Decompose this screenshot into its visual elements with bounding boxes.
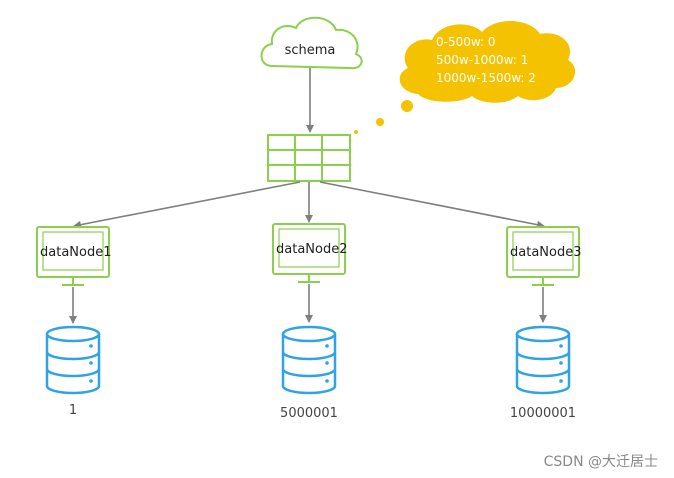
database-3-start-id: 10000001 — [510, 406, 576, 421]
routing-rule-1: 0-500w: 0 — [436, 35, 496, 49]
database-3: 10000001 — [510, 325, 576, 421]
arrow-table-to-node3 — [319, 181, 545, 229]
database-2-start-id: 5000001 — [280, 406, 338, 421]
data-node-2-label: dataNode2 — [276, 242, 347, 257]
arrow-table-to-node1 — [73, 181, 301, 229]
schema-cloud: schema — [260, 16, 363, 70]
routing-rule-3: 1000w-1500w: 2 — [436, 71, 536, 85]
database-1-start-id: 1 — [69, 403, 77, 418]
routing-rule-2: 500w-1000w: 1 — [436, 53, 528, 67]
thought-dot-small — [354, 130, 358, 134]
routing-thought-bubble: 0-500w: 0 500w-1000w: 1 1000w-1500w: 2 — [354, 20, 576, 134]
thought-cloud-shape — [399, 20, 576, 103]
routing-table-icon — [267, 134, 351, 182]
data-node-1: dataNode1 — [36, 226, 111, 286]
database-icon — [515, 334, 571, 395]
database-1: 1 — [45, 325, 101, 418]
thought-dot-medium — [376, 118, 384, 126]
watermark: CSDN @大迁居士 — [544, 454, 658, 470]
cloud-icon — [260, 16, 363, 70]
database-icon — [45, 334, 101, 395]
data-node-2: dataNode2 — [272, 223, 347, 283]
database-2: 5000001 — [280, 325, 338, 421]
data-node-3-label: dataNode3 — [510, 245, 581, 260]
data-node-1-label: dataNode1 — [40, 245, 111, 260]
database-icon — [281, 334, 337, 395]
thought-dot-large — [401, 100, 413, 112]
schema-label: schema — [285, 43, 336, 58]
data-node-3: dataNode3 — [506, 226, 581, 286]
